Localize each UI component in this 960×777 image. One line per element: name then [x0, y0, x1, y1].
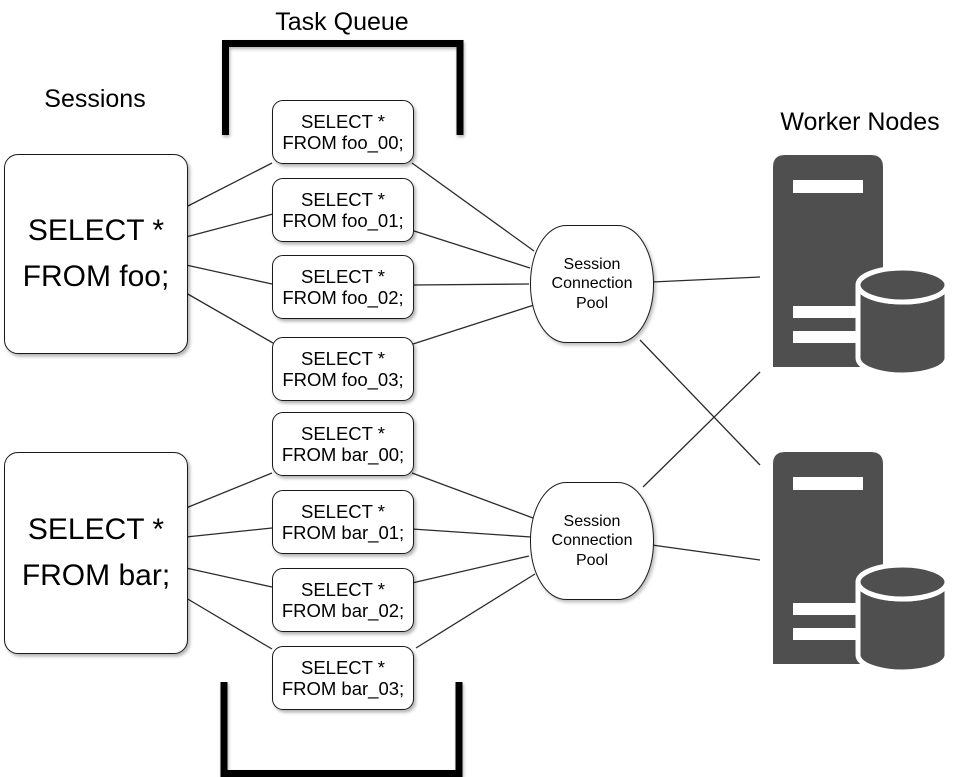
pool-label-line: Session: [563, 255, 621, 273]
connector-line: [185, 264, 273, 285]
task-query-line: SELECT *: [301, 657, 385, 678]
sessions-label: Sessions: [44, 85, 146, 113]
task-box-bar-01: SELECT * FROM bar_01;: [272, 490, 414, 554]
connector-line: [411, 162, 535, 252]
task-query-line: SELECT *: [301, 111, 385, 132]
task-query-line: SELECT *: [301, 579, 385, 600]
task-query-line: FROM foo_00;: [282, 132, 404, 153]
task-queue-bracket-top: [222, 40, 464, 135]
task-query-line: FROM foo_02;: [282, 287, 404, 308]
task-queue-bracket-bottom: [220, 682, 463, 777]
task-box-foo-00: SELECT * FROM foo_00;: [272, 100, 414, 164]
connector-line: [410, 229, 531, 269]
session-box-foo: SELECT * FROM foo;: [4, 154, 188, 354]
task-query-line: FROM foo_03;: [282, 369, 404, 390]
task-box-bar-03: SELECT * FROM bar_03;: [272, 646, 414, 710]
connector-line: [185, 567, 273, 588]
worker-nodes-label: Worker Nodes: [780, 108, 940, 136]
task-query-line: SELECT *: [301, 423, 385, 444]
connector-line: [185, 292, 274, 344]
pool-label-line: Connection: [551, 275, 633, 293]
connector-line: [185, 213, 274, 238]
connector-line: [651, 276, 761, 283]
edges-tasks-to-pools: [410, 162, 536, 649]
task-query-line: FROM bar_03;: [281, 678, 405, 699]
connector-line: [412, 304, 535, 345]
task-query-line: SELECT *: [301, 501, 385, 522]
pool-label-line: Pool: [575, 551, 609, 569]
connector-line: [185, 162, 273, 208]
connector-line: [411, 555, 530, 584]
server-slot: [793, 628, 863, 640]
session-query-line: SELECT *: [27, 214, 165, 247]
connector-line: [185, 472, 273, 509]
database-cylinder-top: [855, 265, 950, 305]
session-box-bar: SELECT * FROM bar;: [4, 452, 188, 654]
connector-line: [411, 283, 530, 286]
session-query-line: FROM foo;: [22, 260, 170, 293]
connector-line: [411, 472, 534, 519]
task-query-line: FROM foo_01;: [282, 210, 404, 231]
task-box-bar-00: SELECT * FROM bar_00;: [272, 412, 414, 476]
server-with-database-icon: [773, 452, 950, 675]
session-query-line: FROM bar;: [21, 559, 171, 592]
connector-line: [185, 527, 273, 538]
task-box-foo-02: SELECT * FROM foo_02;: [272, 255, 414, 319]
task-query-line: SELECT *: [301, 266, 385, 287]
task-queue-label: Task Queue: [275, 8, 409, 36]
session-connection-pool-2: Session Connection Pool: [530, 482, 654, 600]
connector-line: [185, 597, 273, 650]
session-connection-pool-1: Session Connection Pool: [530, 225, 654, 343]
edges-pools-to-workers: [639, 276, 761, 561]
task-query-line: SELECT *: [301, 189, 385, 210]
session-query-line: SELECT *: [27, 513, 165, 546]
connector-line: [651, 544, 761, 561]
pool-label-line: Connection: [551, 532, 633, 550]
task-box-foo-01: SELECT * FROM foo_01;: [272, 178, 414, 242]
server-slot: [793, 603, 863, 615]
database-cylinder-top: [855, 562, 950, 602]
server-with-database-icon: [773, 155, 950, 378]
edges-sessions-to-tasks: [185, 162, 274, 650]
server-slot: [793, 306, 863, 318]
connector-line: [639, 339, 761, 466]
connector-line: [642, 371, 761, 488]
pool-label-line: Session: [563, 512, 621, 530]
server-slot: [793, 180, 863, 193]
connector-line: [415, 573, 536, 649]
connector-line: [411, 528, 532, 538]
server-slot: [793, 477, 863, 490]
task-box-bar-02: SELECT * FROM bar_02;: [272, 568, 414, 632]
server-slot: [793, 331, 863, 343]
task-box-foo-03: SELECT * FROM foo_03;: [272, 337, 414, 401]
pool-label-line: Pool: [575, 294, 609, 312]
task-query-line: FROM bar_00;: [281, 444, 405, 465]
task-query-line: FROM bar_01;: [281, 522, 405, 543]
task-query-line: FROM bar_02;: [281, 600, 405, 621]
task-query-line: SELECT *: [301, 348, 385, 369]
